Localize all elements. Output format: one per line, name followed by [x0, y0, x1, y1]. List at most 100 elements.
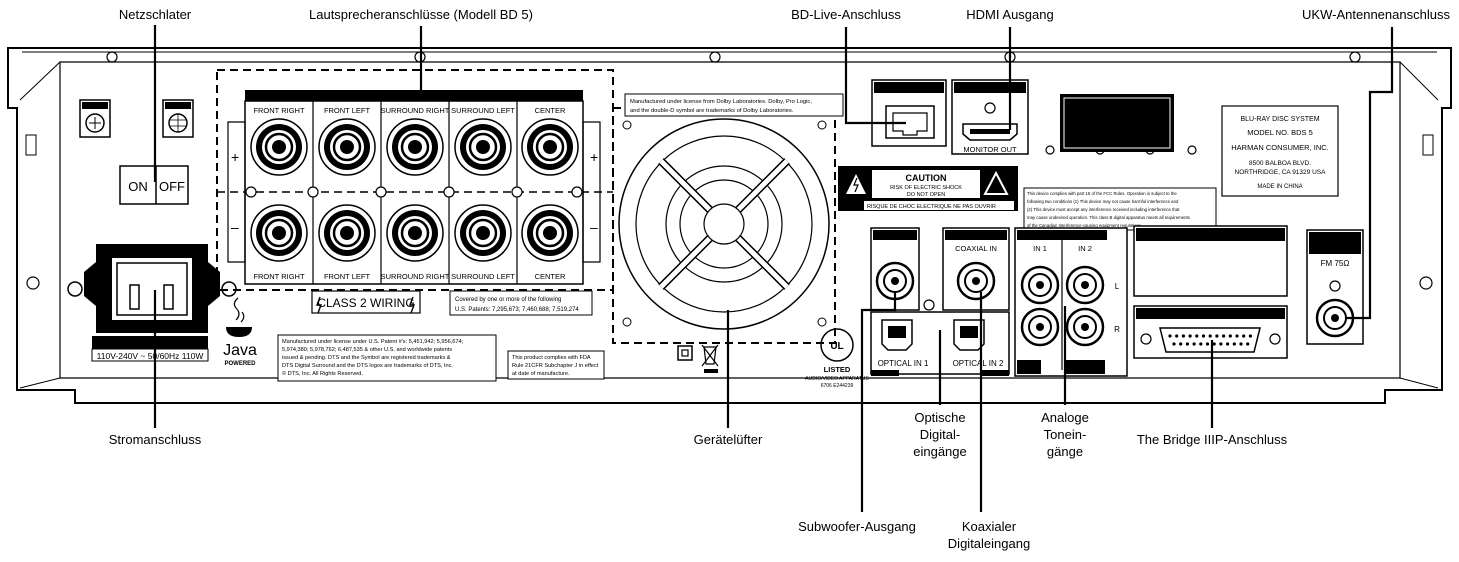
dts-notice: Manufactured under license under U.S. Pa… — [277, 334, 497, 382]
optical-in2-label: OPTICAL IN 2 — [953, 359, 1004, 368]
bridge-pin — [1175, 334, 1179, 338]
dts-notice-line: issued & pending. DTS and the Symbol are… — [282, 355, 451, 361]
model-info-line: BLU-RAY DISC SYSTEM — [1240, 116, 1319, 123]
svg-text:!: ! — [994, 182, 998, 194]
bridge-pin — [1215, 334, 1219, 338]
analog-audio-label: ANALOG AUDIO — [1037, 233, 1088, 240]
laser-label: CLASS 1 LASER PRODUCT KLASSE 1 LASER PRO… — [1060, 94, 1174, 152]
model-info-line: NORTHRIDGE, CA 91329 USA — [1235, 169, 1327, 176]
java-logo: Java POWERED — [223, 297, 257, 367]
laser-line: KLASSE 1 LASER PRODUKT — [1068, 111, 1163, 118]
bridge-pin — [1199, 342, 1203, 346]
bridge-pin — [1179, 342, 1183, 346]
callout-analog: gänge — [1047, 444, 1083, 459]
java-label: Java — [223, 342, 257, 359]
ul-sub-line: AUDIO/VIDEO APPARATUS — [805, 376, 869, 382]
laser-line: LUOKAN 1 LASER LAITE — [1068, 120, 1149, 127]
bridge-pin — [1188, 334, 1192, 338]
subwoofer-output[interactable]: SUBWOOFER — [870, 227, 920, 311]
dolby-notice: Manufactured under license from Dolby La… — [624, 93, 844, 117]
bd-live-label: BD LIVE — [892, 83, 926, 93]
bridge-pin — [1246, 342, 1250, 346]
bd-live-port[interactable]: BD LIVE — [871, 79, 947, 147]
bluray-logo-label: BLU-RAY — [82, 104, 108, 110]
speaker-binding-post[interactable] — [454, 118, 512, 176]
bluray-logo: BLU-RAY — [79, 99, 111, 138]
bridge-pin — [1201, 334, 1206, 338]
fcc-line: following two conditions (1) This device… — [1027, 199, 1179, 204]
ul-sub-line: 6706 E244239 — [821, 383, 854, 389]
callout-power-switch: Netzschlater — [119, 7, 192, 22]
antenna-label: ANTENNA — [1318, 246, 1352, 253]
dolby-notice-line: and the double-D symbol are trademarks o… — [630, 108, 794, 114]
speaker-binding-post[interactable] — [521, 204, 579, 262]
bridge-pin — [1195, 334, 1199, 338]
digital-audio-label: DIGITAL AUDIO — [952, 233, 1000, 240]
callout-optical: Optische — [914, 410, 965, 425]
java-sub-label: POWERED — [224, 361, 256, 367]
fm-antenna-input[interactable]: RADIO ANTENNA FM 75Ω — [1306, 229, 1364, 345]
coaxial-in-label: COAXIAL IN — [955, 244, 997, 253]
bridge-pin — [1222, 334, 1226, 338]
dts-notice-line: © DTS, Inc. All Rights Reserved. — [282, 370, 363, 377]
speaker-binding-post[interactable] — [386, 118, 444, 176]
laser-line: CLASS 1 LASER PRODUCT — [1068, 102, 1159, 109]
patents-notice: Covered by one or more of the following … — [449, 290, 593, 316]
speaker-terminals: SPEAKERS (6Ω) + + – – FRONT RIGHT FRONT … — [216, 69, 614, 291]
bridge-pin — [1232, 342, 1236, 346]
optical-in1-label: OPTICAL IN 1 — [878, 359, 929, 368]
speaker-binding-post[interactable] — [318, 204, 376, 262]
dts-notice-line: 5,974,380; 5,978,762; 6,487,535 & other … — [282, 347, 452, 353]
switch-on-label: ON — [128, 179, 148, 194]
speaker-binding-post[interactable] — [454, 204, 512, 262]
bridge-pin — [1185, 342, 1189, 346]
callout-power-input: Stromanschluss — [109, 432, 202, 447]
screw-hole — [923, 299, 935, 311]
callout-leaders — [153, 25, 1394, 512]
speaker-binding-post[interactable] — [521, 118, 579, 176]
bridge-pins — [1168, 334, 1252, 346]
avis-label: AVIS — [843, 201, 862, 210]
callout-fm-antenna: UKW-Antennenanschluss — [1302, 7, 1450, 22]
bridge-pin — [1235, 334, 1239, 338]
channel-label-center-top: CENTER — [535, 106, 566, 115]
subwoofer-label: SUBWOOFER — [874, 233, 917, 240]
chassis — [7, 47, 1452, 404]
speaker-binding-post[interactable] — [386, 204, 444, 262]
channel-l-label: L — [1115, 282, 1120, 291]
ac-input-title: AC INPUT — [124, 338, 176, 350]
fcc-line: may cause undesired operation. This clas… — [1027, 215, 1190, 220]
screw-hole — [443, 186, 455, 198]
dts-notice-line: Manufactured under license under U.S. Pa… — [282, 339, 464, 345]
caution-title: CAUTION — [906, 173, 947, 183]
ac-input-socket[interactable] — [67, 244, 237, 333]
channel-label-front-right-bottom: FRONT RIGHT — [253, 272, 305, 281]
plus-left: + — [231, 149, 239, 165]
fcc-line: (2) This device must accept any interfer… — [1027, 207, 1180, 212]
analog-audio-inputs[interactable]: ANALOG AUDIO IN 1 IN 2 L R — [1014, 227, 1128, 377]
hdmi-label: HDMI — [979, 83, 1001, 93]
fcc-line: of the Canadian Interference-causing equ… — [1027, 223, 1142, 228]
caution-sub-line: RISK OF ELECTRIC SHOCK — [890, 185, 962, 191]
speaker-binding-post[interactable] — [318, 118, 376, 176]
callout-analog: Tonein- — [1044, 427, 1087, 442]
channel-label-front-left-bottom: FRONT LEFT — [324, 272, 371, 281]
callout-bd-live: BD-Live-Anschluss — [791, 7, 901, 22]
model-info-line: 8500 BALBOA BLVD. — [1249, 160, 1311, 167]
bridge-pin — [1192, 342, 1196, 346]
radio-label: RADIO — [1324, 237, 1347, 244]
speaker-binding-post[interactable] — [250, 204, 308, 262]
speaker-binding-post[interactable] — [250, 118, 308, 176]
coaxial-input[interactable]: DIGITAL AUDIO COAXIAL IN — [942, 227, 1010, 311]
bridge-port[interactable]: THE BRIDGE III P — [1133, 305, 1288, 359]
hdmi-port[interactable]: HDMI MONITOR OUT — [951, 79, 1029, 155]
bridge-pin — [1242, 334, 1246, 338]
callout-fan: Gerätelüfter — [694, 432, 763, 447]
screw-hole — [511, 186, 523, 198]
minus-left: – — [231, 219, 239, 235]
laser-line: CLASSE 1 PRODUIT LASER — [1068, 138, 1160, 145]
callout-coaxial: Koaxialer — [962, 519, 1017, 534]
fda-notice-line: at date of manufacture. — [512, 371, 570, 377]
bridge-pin — [1168, 334, 1172, 338]
